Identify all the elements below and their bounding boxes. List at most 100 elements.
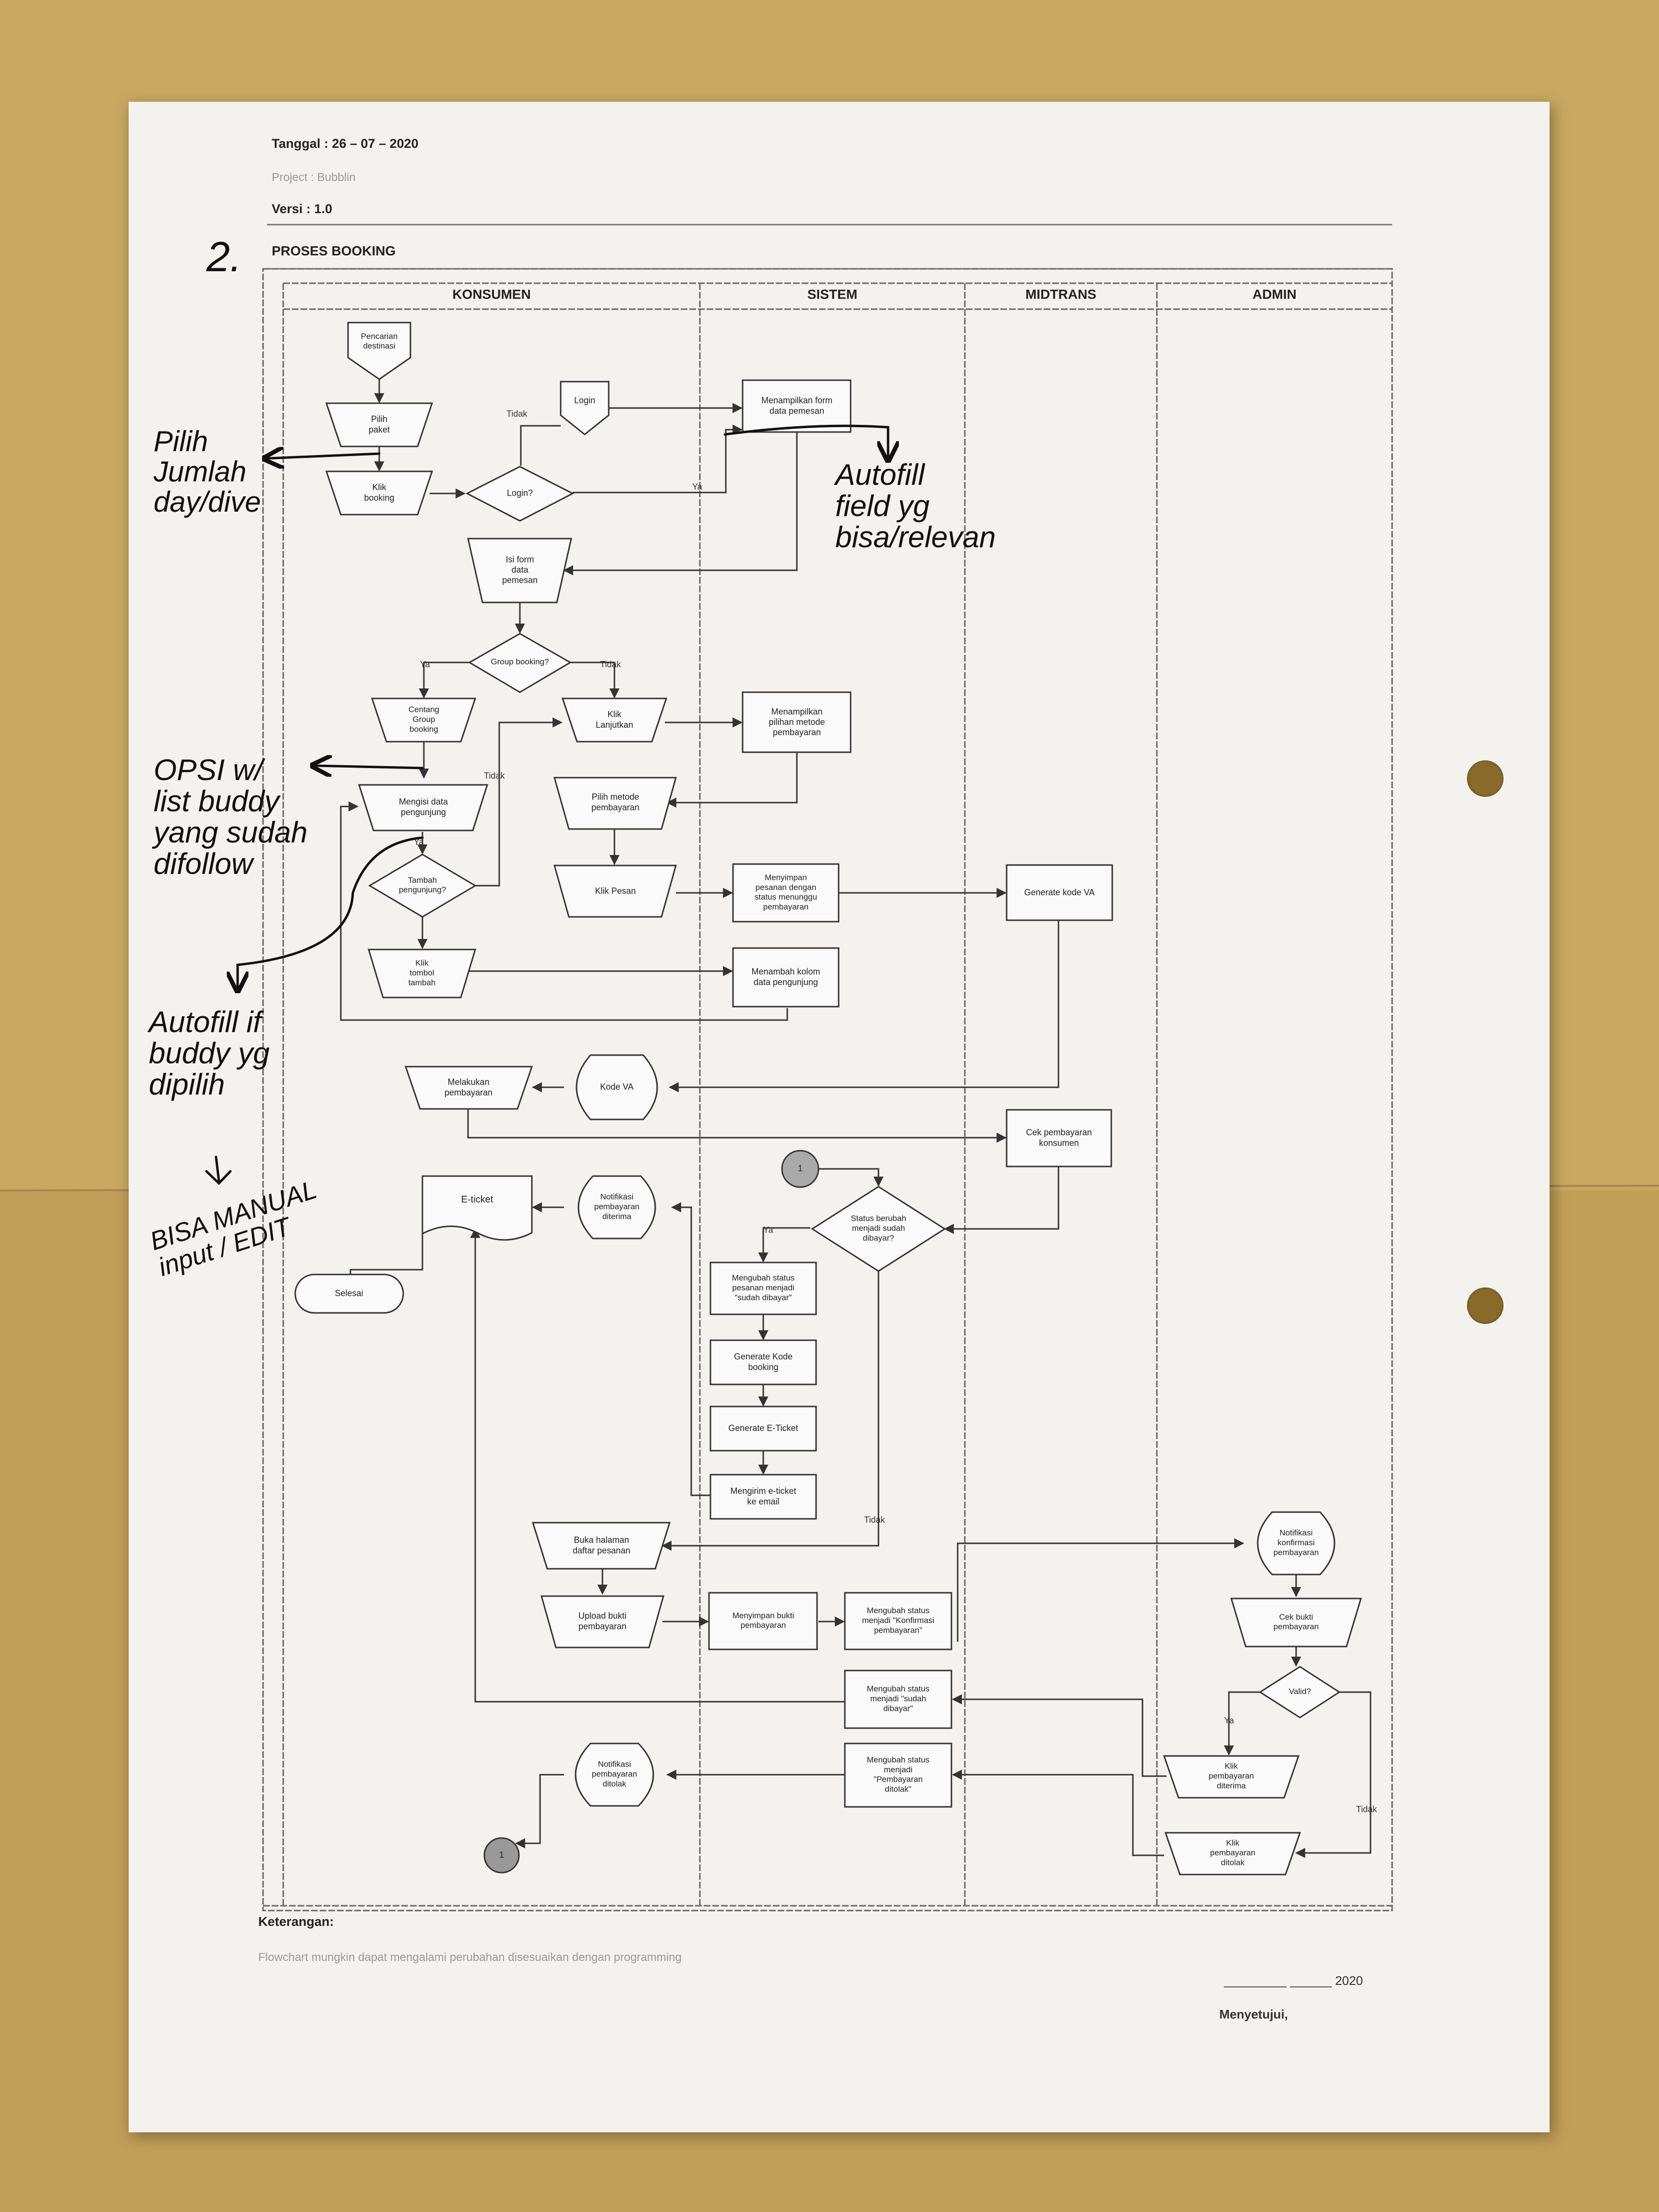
- handwritten-note-manual-edit: BISA MANUALinput / EDIT: [146, 1175, 328, 1282]
- edge-label-ya: Ya: [420, 660, 431, 669]
- svg-text:Selesai: Selesai: [335, 1288, 363, 1298]
- header-version: Versi : 1.0: [272, 202, 333, 216]
- lane-midtrans: MIDTRANS: [1025, 287, 1096, 301]
- node-connector-1: 1: [781, 1150, 819, 1188]
- footer-note: Flowchart mungkin dapat mengalami peruba…: [258, 1951, 682, 1964]
- header-date: Tanggal : 26 – 07 – 2020: [272, 136, 419, 151]
- lane-sistem: SISTEM: [807, 287, 857, 301]
- svg-text:1: 1: [499, 1850, 504, 1860]
- node-eticket: E-ticket: [421, 1175, 533, 1241]
- svg-text:Valid?: Valid?: [1289, 1687, 1311, 1696]
- svg-text:Generate E-Ticket: Generate E-Ticket: [728, 1423, 798, 1433]
- node-generate-va: Generate kode VA: [1006, 864, 1113, 921]
- lane-admin: ADMIN: [1252, 287, 1297, 301]
- svg-text:Group booking?: Group booking?: [491, 657, 549, 666]
- node-klik-pesan: Klik Pesan: [553, 865, 677, 918]
- header-project: Project : Bubblin: [272, 171, 356, 184]
- edge-label-tidak: Tidak: [600, 660, 621, 669]
- svg-text:Login?: Login?: [507, 488, 533, 498]
- section-title: PROSES BOOKING: [272, 243, 396, 258]
- handwritten-annotations: [205, 424, 888, 1185]
- node-valid-decision: Valid?: [1259, 1666, 1341, 1719]
- punch-hole: [1467, 760, 1503, 797]
- edge-label-ya: Ya: [692, 482, 703, 492]
- edge-label-tidak: Tidak: [864, 1515, 885, 1525]
- svg-text:Klik Pesan: Klik Pesan: [595, 886, 636, 896]
- node-group-decision: Group booking?: [468, 633, 572, 693]
- node-login-offpage: Login: [560, 381, 610, 435]
- handwritten-section-number: 2.: [206, 233, 241, 280]
- node-kode-va: Kode VA: [576, 1054, 658, 1120]
- svg-text:Kode VA: Kode VA: [600, 1082, 634, 1092]
- swimlane-frame: [262, 268, 1393, 1911]
- edge-label-tidak: Tidak: [484, 771, 505, 781]
- edge-label-tidak: Tidak: [1356, 1804, 1377, 1814]
- svg-text:E-ticket: E-ticket: [461, 1194, 493, 1205]
- svg-text:1: 1: [798, 1164, 803, 1173]
- node-login-decision: Login?: [465, 466, 575, 522]
- node-connector-1: 1: [483, 1837, 520, 1874]
